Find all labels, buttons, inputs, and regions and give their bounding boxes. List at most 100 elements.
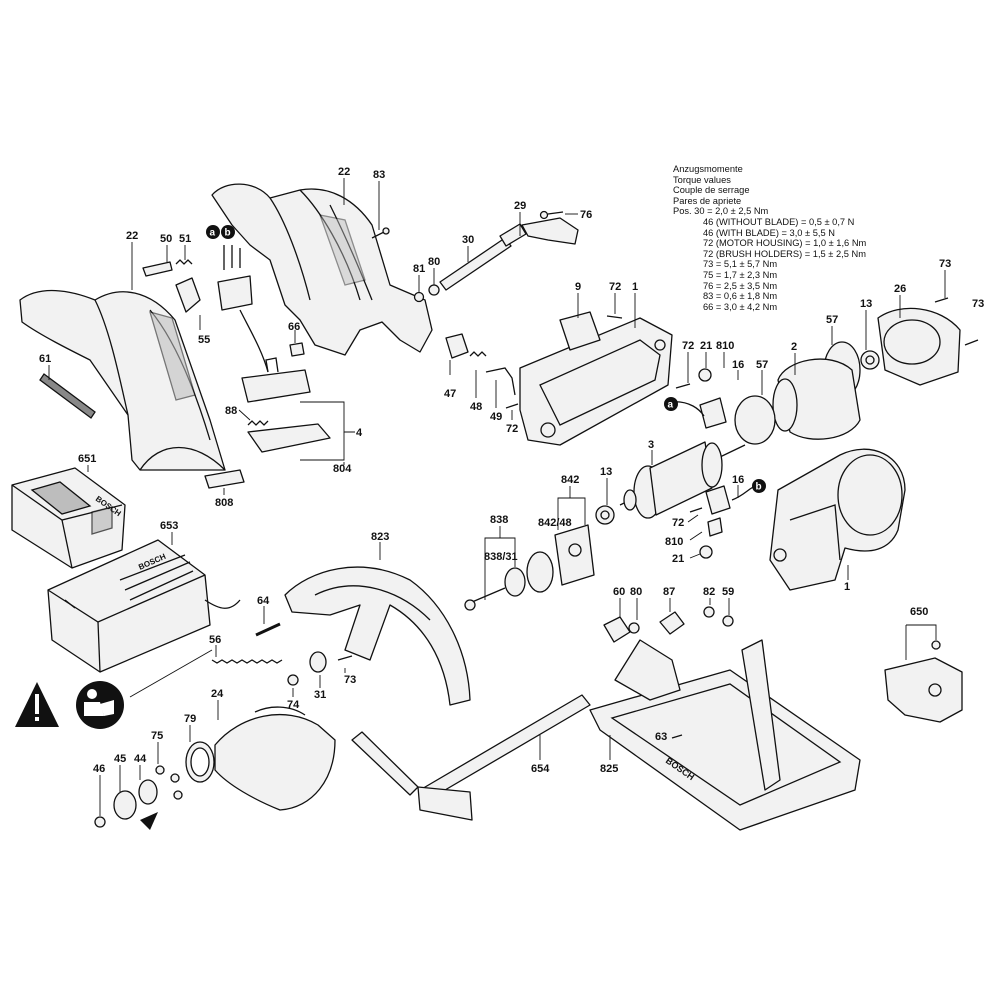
washer-part-81 [413,291,425,303]
spring-part-56 [211,659,283,664]
brush-part-810-b [707,517,723,537]
label-55: 55 [198,334,210,346]
label-825: 825 [600,763,618,775]
label-74: 74 [287,699,300,711]
hex-key-part-61 [39,373,96,419]
label-823: 823 [371,531,389,543]
label-66: 66 [288,321,300,333]
screw-part-59 [722,615,734,627]
label-3: 3 [648,439,654,451]
label-79: 79 [184,713,196,725]
pin-part-64 [255,622,281,637]
torque-heading-fr: Couple de serrage [673,185,750,196]
label-75: 75 [151,730,163,742]
label-2: 2 [791,341,797,353]
label-part-808 [204,469,245,489]
svg-text:a: a [210,228,216,239]
label-83: 83 [373,169,385,181]
spring-part-51 [175,259,193,265]
label-653: 653 [160,520,178,532]
torque-row-75: 75 = 1,7 ± 2,3 Nm [703,269,778,280]
label-72-c: 72 [682,340,694,352]
label-4: 4 [356,427,363,439]
label-30: 30 [462,234,474,246]
screw-part-46 [94,816,106,828]
screw-part-73-c [337,655,353,661]
brush-part-21-b [699,545,713,559]
label-651: 651 [78,453,96,465]
brush-part-47 [445,333,469,359]
plate-part-9 [559,311,601,351]
svg-text:b: b [756,482,762,493]
screw-part-72-c [675,383,691,389]
motor-housing-half-part-1 [519,317,673,446]
label-73-right: 73 [972,298,984,310]
label-24: 24 [211,688,224,700]
ring-part-79 [185,741,215,783]
left-housing-part-22 [19,289,226,471]
screw-part-72-d [689,507,703,513]
wire-marker-b-switch: b [221,225,235,239]
label-31: 31 [314,689,326,701]
upper-blade-guard-part-823 [284,566,471,706]
lever-part-29 [521,217,579,245]
label-1-lower: 1 [844,581,850,593]
label-654: 654 [531,763,550,775]
label-22-left: 22 [126,230,138,242]
screw-part-72-a [606,315,623,319]
label-46: 46 [93,763,105,775]
label-50: 50 [160,233,172,245]
label-60: 60 [613,586,625,598]
parallel-guide-part-654 [351,694,591,821]
label-842: 842 [561,474,579,486]
torque-row-72-brush-holders: 72 (BRUSH HOLDERS) = 1,5 ± 2,5 Nm [703,248,866,259]
flange-part-45 [113,790,137,820]
svg-text:b: b [225,228,231,239]
label-21-lower: 21 [672,553,684,565]
wire-marker-a-motor: a [664,397,678,411]
label-838-31: 838/31 [484,551,518,563]
battery-pack-part-651 [11,467,126,569]
pcb-part-804 [247,423,331,453]
label-22-right: 22 [338,166,350,178]
spring-part-88 [247,420,269,426]
screw-part-73-right [964,339,979,346]
torque-row-30: Pos. 30 = 2,0 ± 2,5 Nm [673,206,769,217]
warning-triangle-icon [15,682,59,727]
label-9: 9 [575,281,581,293]
label-80-lower: 80 [630,586,642,598]
right-housing-part-22 [211,183,433,356]
wire-marker-a-switch: a [206,225,220,239]
screw-part-74 [287,674,299,686]
torque-row-66: 66 = 3,0 ± 4,2 Nm [703,301,778,312]
stator-part-2 [772,358,861,440]
label-51: 51 [179,233,191,245]
washer-part-80-upper [428,284,440,296]
read-manual-icon [76,681,124,729]
label-61: 61 [39,353,51,365]
label-21-upper: 21 [700,340,712,352]
label-63: 63 [655,731,667,743]
arrow-icon [140,812,158,830]
lock-button-part-55 [175,277,201,313]
base-plate-part-825 [589,639,861,831]
label-16-lower: 16 [732,474,744,486]
label-26: 26 [894,283,906,295]
label-29: 29 [514,200,526,212]
bit-part-66 [289,342,305,357]
svg-text:a: a [668,400,674,411]
label-808: 808 [215,497,233,509]
brush-holder-part-16-a [699,397,727,429]
label-650: 650 [910,606,928,618]
label-16-upper: 16 [732,359,744,371]
label-76: 76 [580,209,592,221]
label-64: 64 [257,595,270,607]
label-87: 87 [663,586,675,598]
screw-part-650 [931,640,941,650]
label-810-upper: 810 [716,340,734,352]
label-56: 56 [209,634,221,646]
spring-part-48 [469,351,487,357]
washer-part-82 [703,606,715,618]
label-72-d: 72 [672,517,684,529]
